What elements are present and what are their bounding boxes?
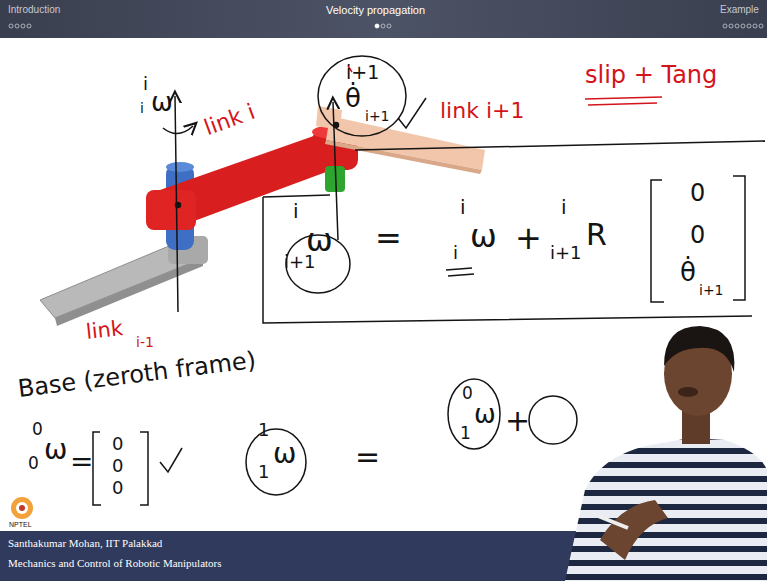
logo-text: NPTEL <box>9 521 32 529</box>
equals-sign: = <box>70 446 93 478</box>
joint-index: i+1 <box>365 108 390 124</box>
matrix-entry: 0 <box>690 180 705 208</box>
omega-symbol: ω <box>44 434 67 466</box>
frame-subscript: i+1 <box>550 243 582 264</box>
nav-section: Introduction <box>8 4 60 16</box>
matrix-entry: 0 <box>112 434 123 455</box>
matrix-entry: 0 <box>112 478 123 499</box>
omega-symbol: ω <box>273 438 296 470</box>
nav-dots <box>9 24 763 28</box>
frame-superscript: i <box>561 196 567 219</box>
rotation-matrix: R <box>586 218 607 253</box>
frame-subscript: i <box>140 100 144 116</box>
matrix-entry: 0 <box>112 456 123 477</box>
matrix-entry: 0 <box>690 222 705 250</box>
link-name: link i <box>201 99 259 141</box>
omega-symbol: ω <box>151 88 173 118</box>
plus-sign: + <box>505 404 530 439</box>
frame-subscript: 0 <box>28 454 39 474</box>
frame-superscript: i <box>293 200 299 223</box>
frame-superscript: i <box>460 196 466 219</box>
footer-course: Mechanics and Control of Robotic Manipul… <box>8 557 222 570</box>
handwritten-note: slip + Tang <box>585 62 717 90</box>
frame-superscript: 0 <box>462 384 473 404</box>
omega-symbol: ω <box>474 400 496 430</box>
matrix-entry: θ̇ <box>680 258 696 288</box>
link-name: link i+1 <box>440 98 524 123</box>
joint-index: i+1 <box>699 282 724 298</box>
header-band <box>0 0 767 38</box>
plus-sign: + <box>515 220 542 257</box>
handwritten-note: Base (zeroth frame) <box>16 347 257 404</box>
nav-section: Example <box>720 4 759 16</box>
joint-index: i+1 <box>346 62 379 84</box>
equals-sign: = <box>355 440 380 475</box>
frame-subscript: i <box>453 243 458 264</box>
link-name: link <box>85 316 124 344</box>
footer-author: Santhakumar Mohan, IIT Palakkad <box>8 537 162 550</box>
frame-superscript: 1 <box>258 420 269 441</box>
omega-symbol: ω <box>470 218 497 255</box>
omega-symbol: ω <box>306 222 333 259</box>
frame-superscript: i <box>143 74 148 95</box>
frame-subscript: 1 <box>258 462 269 483</box>
frame-superscript: 0 <box>32 420 43 440</box>
ink-annotation <box>93 56 765 505</box>
lecturer <box>565 326 767 581</box>
frame-subscript: 1 <box>460 424 471 444</box>
equals-sign: = <box>375 220 402 257</box>
nptel-logo <box>11 497 33 519</box>
joint-axis <box>163 96 339 312</box>
nav-section: Velocity propagation <box>326 4 425 17</box>
link-subscript: i-1 <box>136 334 154 350</box>
joint-rate: θ̇ <box>345 84 361 114</box>
